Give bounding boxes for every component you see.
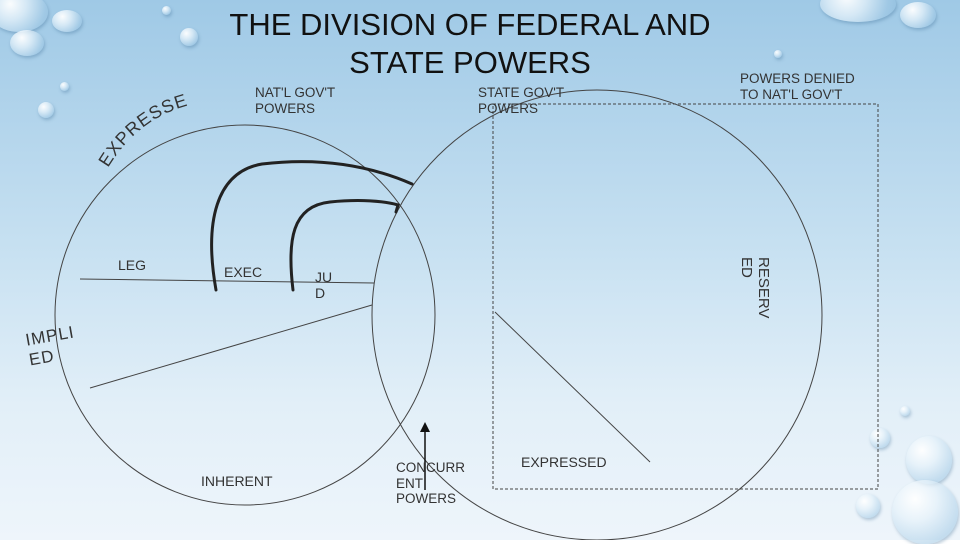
leg-divider-line: [79, 278, 375, 284]
national-powers-circle: [54, 124, 436, 506]
water-drop: [10, 30, 44, 56]
water-drop: [870, 428, 890, 448]
concurrent-arrowhead: [420, 422, 430, 432]
implied-divider-line: [89, 304, 373, 389]
jud-label: JU D: [315, 269, 333, 302]
water-drop: [900, 406, 910, 416]
water-drop: [906, 436, 952, 484]
natl-powers-label: NAT'L GOV'T POWERS: [255, 85, 335, 116]
leg-label: LEG: [118, 257, 147, 273]
water-drop: [820, 0, 896, 22]
inherent-label: INHERENT: [201, 473, 273, 489]
water-drop: [774, 50, 782, 58]
concurrent-powers-label: CONCURR ENT POWERS: [396, 460, 465, 507]
powers-denied-label: POWERS DENIED TO NAT'L GOV'T: [740, 71, 855, 102]
water-drop: [892, 480, 958, 544]
water-drop: [900, 2, 936, 28]
water-drop: [162, 6, 171, 15]
jud-curve-arrow: [289, 199, 400, 292]
water-drop: [856, 494, 880, 518]
water-drop: [38, 102, 54, 118]
page-title: THE DIVISION OF FEDERAL AND STATE POWERS: [229, 7, 711, 80]
state-powers-label: STATE GOV'T POWERS: [478, 85, 564, 116]
exec-curve-arrow: [210, 160, 414, 292]
state-powers-circle: [371, 89, 823, 540]
expressed-divider-line: [494, 311, 651, 463]
reserved-denied-box: [492, 103, 879, 490]
water-drop: [52, 10, 82, 32]
exec-label: EXEC: [224, 264, 263, 280]
water-drop: [180, 28, 198, 46]
reserved-label: RESERV ED: [737, 257, 772, 319]
water-drop: [60, 82, 69, 91]
expressed-bottom-label: EXPRESSED: [521, 454, 607, 470]
